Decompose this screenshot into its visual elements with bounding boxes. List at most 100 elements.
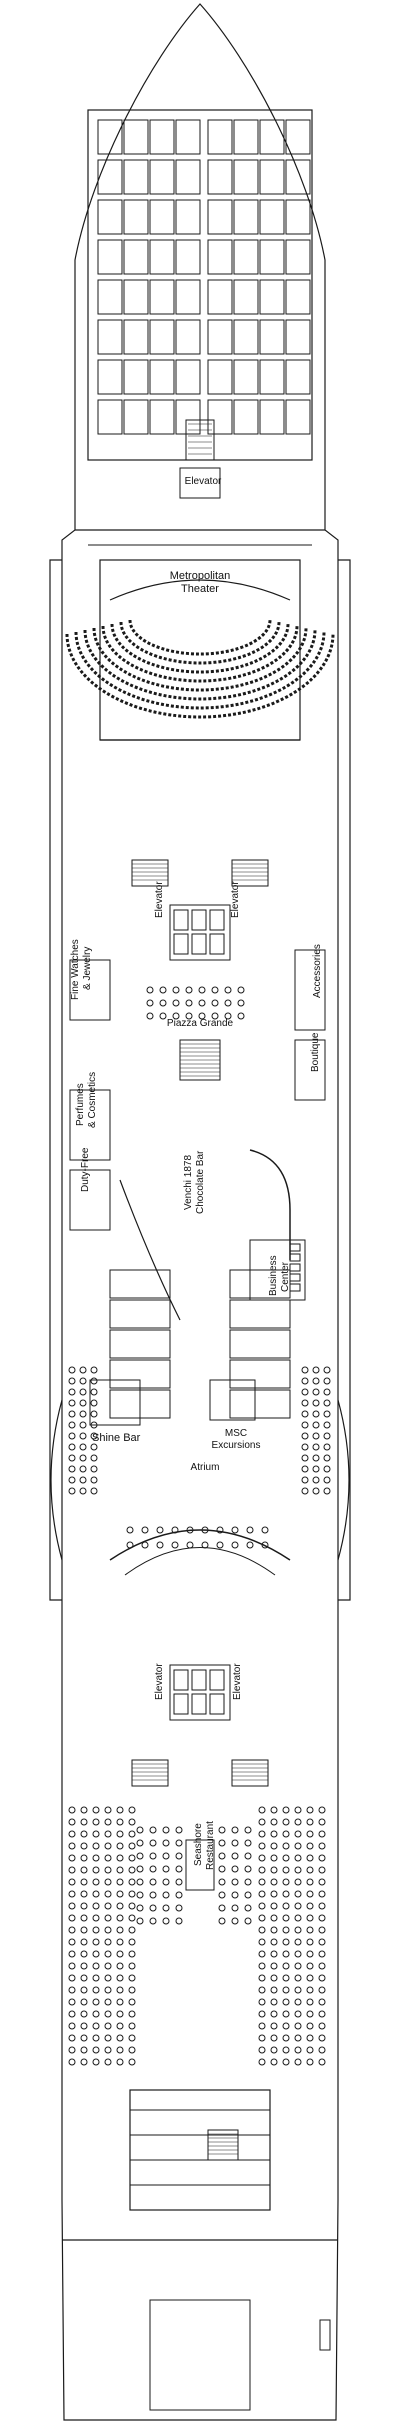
piazza-table [224, 986, 232, 994]
cabin-room [233, 199, 259, 235]
lounge-table-left [90, 1410, 98, 1418]
lounge-table-left [68, 1366, 76, 1374]
lounge-table-left [79, 1388, 87, 1396]
restaurant-table-right [306, 1974, 314, 1982]
restaurant-table-left [68, 1830, 76, 1838]
restaurant-table-center-left [162, 1917, 170, 1925]
cabin-room [97, 279, 123, 315]
restaurant-table-left [68, 1950, 76, 1958]
restaurant-table-left [68, 2046, 76, 2054]
lounge-table-right [312, 1399, 320, 1407]
piazza-table [185, 1012, 193, 1020]
lounge-bulge-left [50, 1399, 63, 1561]
piazza-table [211, 986, 219, 994]
restaurant-table-right [318, 2034, 326, 2042]
restaurant-table-left [116, 2022, 124, 2030]
restaurant-table-left [92, 1962, 100, 1970]
hull-notches-left [49, 559, 62, 1601]
restaurant-table-center-right [244, 1826, 252, 1834]
restaurant-table-center-right [244, 1891, 252, 1899]
cabin-room [175, 159, 201, 195]
lounge-table-right [301, 1399, 309, 1407]
piazza-table [172, 999, 180, 1007]
cabin-room [123, 239, 149, 275]
lounge-table-right [312, 1377, 320, 1385]
restaurant-table-right [270, 2046, 278, 2054]
atrium-room [109, 1269, 171, 1299]
restaurant-table-right [270, 2022, 278, 2030]
restaurant-table-right [318, 2022, 326, 2030]
cabin-room [149, 279, 175, 315]
restaurant-table-left [116, 1818, 124, 1826]
restaurant-table-left [128, 2022, 136, 2030]
lounge-table-right [323, 1487, 331, 1495]
restaurant-table-left [116, 1914, 124, 1922]
cabin-room [207, 359, 233, 395]
restaurant-table-center-left [162, 1878, 170, 1886]
cabin-room [207, 159, 233, 195]
lounge-table-left [79, 1465, 87, 1473]
restaurant-table-right [318, 1806, 326, 1814]
restaurant-table-center-left [136, 1826, 144, 1834]
restaurant-table-right [258, 1842, 266, 1850]
restaurant-table-right [294, 1974, 302, 1982]
lounge-table-left [79, 1410, 87, 1418]
restaurant-table-left [80, 2010, 88, 2018]
restaurant-table-left [68, 1890, 76, 1898]
restaurant-table-right [282, 1842, 290, 1850]
lounge-table-left [79, 1377, 87, 1385]
elevator-car [209, 1669, 225, 1691]
restaurant-table-right [270, 1950, 278, 1958]
atrium-table [246, 1541, 254, 1549]
restaurant-table-right [258, 1878, 266, 1886]
lounge-table-right [323, 1443, 331, 1451]
lounge-table-left [90, 1476, 98, 1484]
lounge-table-right [301, 1454, 309, 1462]
restaurant-table-left [92, 2034, 100, 2042]
restaurant-table-right [294, 1902, 302, 1910]
restaurant-table-left [68, 1914, 76, 1922]
restaurant-table-right [318, 1830, 326, 1838]
cabin-room [175, 399, 201, 435]
restaurant-table-right [270, 2034, 278, 2042]
restaurant-table-center-right [231, 1878, 239, 1886]
restaurant-table-right [270, 2010, 278, 2018]
restaurant-table-left [80, 2034, 88, 2042]
msc-excursions-desk [209, 1379, 256, 1421]
restaurant-table-left [80, 1854, 88, 1862]
restaurant-table-left [104, 1878, 112, 1886]
cabin-room [233, 319, 259, 355]
restaurant-table-center-left [149, 1878, 157, 1886]
restaurant-table-right [306, 1878, 314, 1886]
restaurant-table-center-left [136, 1904, 144, 1912]
label-elevator-fwd-left: Elevator [154, 881, 165, 918]
restaurant-table-right [258, 2022, 266, 2030]
restaurant-table-center-right [244, 1839, 252, 1847]
cabin-room [233, 279, 259, 315]
cabin-room [97, 239, 123, 275]
restaurant-table-center-right [218, 1852, 226, 1860]
restaurant-table-left [68, 2058, 76, 2066]
lounge-table-right [301, 1388, 309, 1396]
piazza-table [146, 1012, 154, 1020]
restaurant-table-right [282, 1818, 290, 1826]
restaurant-table-left [92, 1806, 100, 1814]
restaurant-table-left [104, 1830, 112, 1838]
stairwell-aft-left [131, 1759, 169, 1787]
elevator-car [191, 1693, 207, 1715]
restaurant-table-left [92, 1902, 100, 1910]
theater-seat-row [119, 621, 281, 665]
restaurant-table-left [80, 1986, 88, 1994]
restaurant-table-left [68, 2010, 76, 2018]
cabin-room [175, 199, 201, 235]
restaurant-table-center-left [136, 1865, 144, 1873]
restaurant-table-right [282, 1878, 290, 1886]
lounge-table-left [90, 1487, 98, 1495]
label-boutique: Boutique [310, 1032, 321, 1072]
restaurant-table-right [306, 1854, 314, 1862]
elevator-car [173, 1669, 189, 1691]
theater-seat-row [83, 629, 317, 701]
elevator-car [209, 909, 225, 931]
restaurant-table-left [116, 1866, 124, 1874]
atrium-table [126, 1541, 134, 1549]
